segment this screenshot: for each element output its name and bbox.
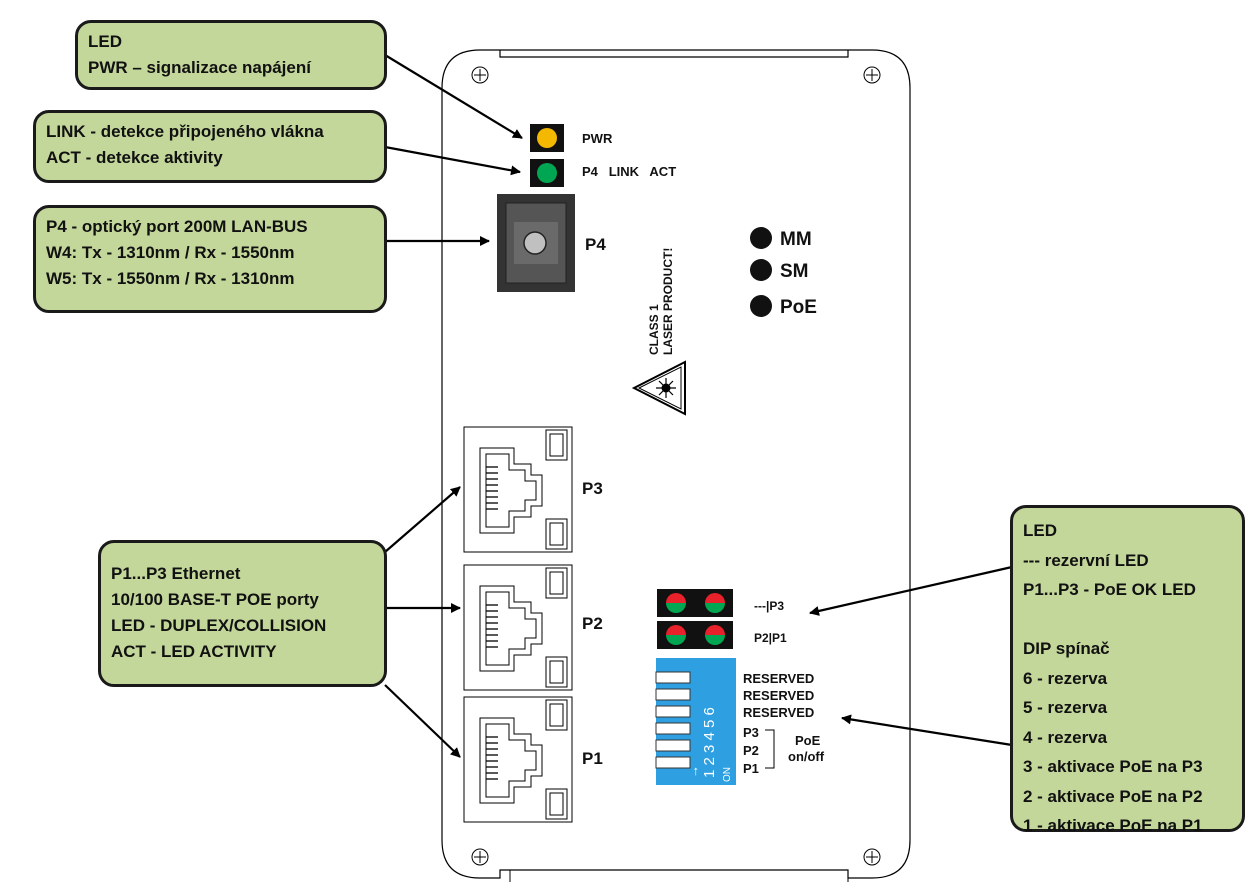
callout-ethernet-line: ACT - LED ACTIVITY (111, 642, 277, 661)
callout-right-line: 1 - aktivace PoE na P1 (1023, 816, 1203, 835)
poe-onoff-line2: on/off (788, 749, 825, 764)
callout-link: LINK - detekce připojeného vlákna ACT - … (33, 110, 387, 183)
poe-onoff-line1: PoE (795, 733, 821, 748)
callout-arrows (384, 54, 1013, 758)
callout-link-line: LINK - detekce připojeného vlákna (46, 122, 324, 141)
mm-indicator-icon (750, 227, 772, 249)
pwr-label: PWR (582, 131, 613, 146)
led-row2-label: P2|P1 (754, 631, 787, 645)
callout-ethernet-line: P1...P3 Ethernet (111, 564, 241, 583)
laser-warning-icon (631, 360, 686, 416)
dip-p1-label: P1 (743, 761, 759, 776)
rj45-port-p2 (463, 564, 573, 691)
callout-ethernet-line: 10/100 BASE-T POE porty (111, 590, 319, 609)
sm-label: SM (780, 261, 809, 282)
laser-class-text: CLASS 1 (647, 304, 661, 355)
mm-label: MM (780, 229, 812, 250)
callout-right-line: 4 - rezerva (1023, 727, 1108, 747)
callout-pwr-line: LED (88, 32, 122, 51)
callout-pwr: LED PWR – signalizace napájení (75, 20, 387, 90)
callout-right-line: --- rezervní LED (1023, 550, 1149, 570)
svg-text:→: → (686, 765, 701, 778)
rj45-port-p1 (463, 696, 573, 823)
p2-label: P2 (582, 614, 603, 633)
callout-p4-line: W4: Tx - 1310nm / Rx - 1550nm (46, 243, 295, 262)
callout-ethernet-line: LED - DUPLEX/COLLISION (111, 616, 327, 635)
optical-port-p4 (497, 194, 575, 292)
callout-p4-line: W5: Tx - 1550nm / Rx - 1310nm (46, 269, 295, 288)
poe-label: PoE (780, 297, 817, 318)
dip-reserved-4: RESERVED (743, 705, 814, 720)
callout-p4-line: P4 - optický port 200M LAN-BUS (46, 217, 308, 236)
callout-right-line: 3 - aktivace PoE na P3 (1023, 757, 1203, 776)
callout-right-line: 6 - rezerva (1023, 668, 1108, 688)
rj45-port-p3 (463, 426, 573, 553)
callout-led-dip: LED --- rezervní LED P1...P3 - PoE OK LE… (1010, 505, 1245, 835)
callout-right-line: DIP spínač (1023, 639, 1110, 658)
poe-indicator-icon (750, 295, 772, 317)
panel-outline (441, 49, 911, 879)
callout-pwr-line: PWR – signalizace napájení (88, 58, 311, 77)
laser-product-text: LASER PRODUCT! (661, 248, 675, 355)
link-row-label: P4 LINK ACT (582, 164, 676, 179)
dip-p2-label: P2 (743, 743, 759, 758)
p4-label: P4 (585, 235, 606, 254)
callout-right-line: 2 - aktivace PoE na P2 (1023, 786, 1203, 806)
dip-on-label: ON (722, 767, 733, 782)
screw-icon (471, 66, 881, 866)
dip-reserved-5: RESERVED (743, 688, 814, 703)
callout-right-line: LED (1023, 521, 1057, 540)
callout-ethernet: P1...P3 Ethernet 10/100 BASE-T POE porty… (98, 540, 387, 687)
dip-switch: 1 2 3 4 5 6 ON → (655, 658, 736, 785)
callout-right-line: P1...P3 - PoE OK LED (1023, 580, 1196, 599)
callout-right-line (1023, 605, 1232, 635)
sm-indicator-icon (750, 259, 772, 281)
callout-link-line: ACT - detekce aktivity (46, 148, 223, 167)
poe-led-block (657, 589, 733, 649)
p3-label: P3 (582, 479, 603, 498)
dip-p3-label: P3 (743, 725, 759, 740)
callout-right-line: 5 - rezerva (1023, 698, 1108, 717)
led-row1-label: ---|P3 (754, 599, 784, 613)
dip-numbers: 1 2 3 4 5 6 (701, 707, 718, 778)
p1-label: P1 (582, 749, 603, 768)
dip-reserved-6: RESERVED (743, 671, 814, 686)
callout-p4: P4 - optický port 200M LAN-BUS W4: Tx - … (33, 205, 387, 313)
